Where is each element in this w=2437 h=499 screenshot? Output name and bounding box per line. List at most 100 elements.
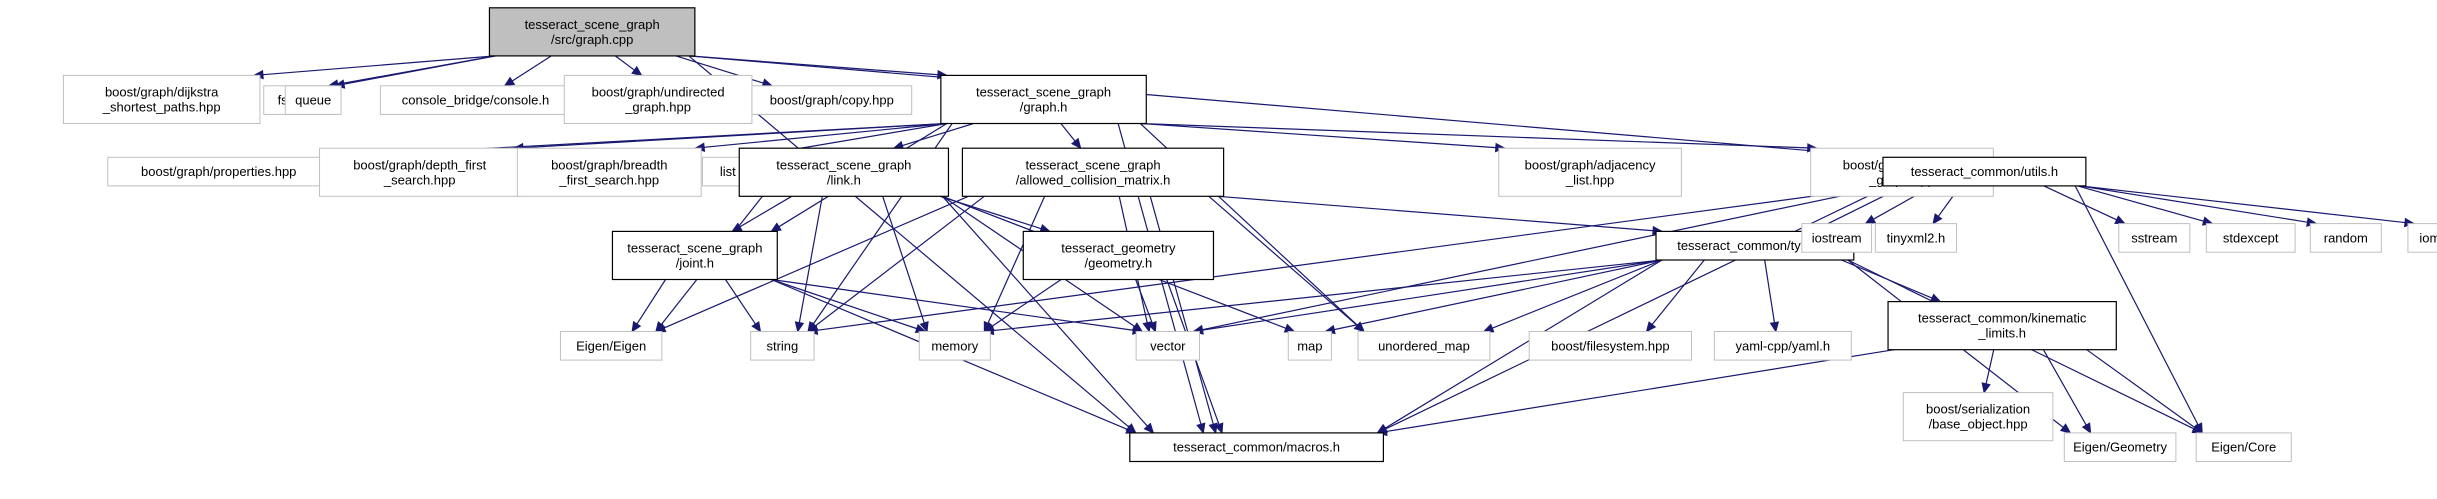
node-box <box>918 331 991 361</box>
edge-graph_h-to-dfs <box>512 122 947 153</box>
node-box <box>284 85 342 115</box>
node-label: random <box>2324 230 2368 245</box>
edge-arrowhead <box>2191 423 2204 434</box>
node-acm[interactable]: tesseract_scene_graph/allowed_collision_… <box>961 147 1225 197</box>
edge-arrowhead <box>751 320 762 333</box>
edge-line <box>816 185 1890 331</box>
edge-line <box>2079 185 2308 223</box>
edge-geometry-to-vector <box>1135 279 1157 333</box>
edge-line <box>1492 259 1663 329</box>
edge-arrowhead <box>1208 422 1218 435</box>
node-box <box>488 7 696 57</box>
edge-joint-to-memory <box>771 278 927 333</box>
node-label: _first_search.hpp <box>558 172 659 187</box>
edge-arrowhead <box>1214 422 1224 435</box>
node-undirected: boost/graph/undirected_graph.hpp <box>563 74 753 124</box>
edge-line <box>2077 185 2204 222</box>
edge-arrowhead <box>1147 320 1157 333</box>
edge-kinematic-to-core <box>2086 349 2204 434</box>
node-umap: unordered_map <box>1357 331 1491 361</box>
edge-joint-to-eigen <box>631 279 667 333</box>
node-geometry[interactable]: tesseract_geometry/geometry.h <box>1022 230 1215 281</box>
node-macros[interactable]: tesseract_common/macros.h <box>1129 432 1384 463</box>
node-utils[interactable]: tesseract_common/utils.h <box>1882 156 2087 187</box>
edge-link-to-macros <box>942 195 1155 434</box>
node-joint[interactable]: tesseract_scene_graph/joint.h <box>611 230 778 281</box>
node-box <box>1287 331 1332 361</box>
node-box <box>1022 230 1215 281</box>
edge-line <box>798 196 823 323</box>
node-label: boost/graph/dijkstra <box>105 84 219 99</box>
node-queue: queue <box>284 85 342 115</box>
node-root[interactable]: tesseract_scene_graph/src/graph.cpp <box>488 7 696 57</box>
node-label: yaml-cpp/yaml.h <box>1735 338 1830 353</box>
edge-line <box>987 196 1046 324</box>
node-box <box>1357 331 1491 361</box>
node-adjacency: boost/graph/adjacency_list.hpp <box>1498 147 1682 197</box>
edge-line <box>688 55 1881 158</box>
node-label: _search.hpp <box>383 172 456 187</box>
edge-link-to-string <box>794 196 823 333</box>
node-box <box>1528 331 1693 361</box>
edge-kinematic-to-geom <box>2042 349 2092 434</box>
node-geom: Eigen/Geometry <box>2063 432 2177 462</box>
node-tinyxml2: tinyxml2.h <box>1874 223 1958 253</box>
node-copy: boost/graph/copy.hpp <box>751 85 913 115</box>
node-iomanip: iomanip <box>2407 223 2437 253</box>
edge-kinematic-to-serialization <box>1981 349 1995 394</box>
node-box <box>2118 223 2191 253</box>
edge-arrowhead <box>794 321 805 333</box>
edge-arrowhead <box>1283 323 1296 333</box>
node-box <box>1498 147 1682 197</box>
edge-line <box>614 55 635 71</box>
edge-types-to-yaml <box>1764 259 1780 333</box>
node-label: /src/graph.cpp <box>551 32 633 47</box>
edge-link-to-joint <box>731 195 793 233</box>
edge-arrowhead <box>1932 213 1943 225</box>
node-box <box>1902 392 2054 442</box>
edge-line <box>1217 195 1654 232</box>
node-box <box>107 156 331 187</box>
node-label: boost/graph/properties.hpp <box>141 164 296 179</box>
node-box <box>1129 432 1384 463</box>
edge-arrowhead <box>919 320 929 333</box>
node-label: /joint.h <box>676 255 714 270</box>
node-label: /graph.h <box>1020 99 1068 114</box>
node-eigen: Eigen/Eigen <box>559 331 663 361</box>
node-box <box>751 85 913 115</box>
edge-utils-to-stdexcept <box>2077 185 2214 226</box>
edge-link-to-memory <box>882 196 929 333</box>
node-dijkstra: boost/graph/dijkstra_shortest_paths.hpp <box>62 74 261 124</box>
node-box <box>1135 331 1201 361</box>
edge-line <box>636 279 667 325</box>
node-random: random <box>2309 223 2382 253</box>
edge-graph_h-to-adjacency <box>1140 122 1507 153</box>
edge-line <box>882 196 925 324</box>
node-box <box>2205 223 2296 253</box>
edge-arrowhead <box>1645 321 1657 333</box>
node-filesystem: boost/filesystem.hpp <box>1528 331 1693 361</box>
edge-root-to-queue <box>333 55 496 89</box>
edge-types-to-map <box>1324 259 1663 335</box>
node-bfs: boost/graph/breadth_first_search.hpp <box>516 147 702 197</box>
edge-arrowhead <box>1143 422 1155 434</box>
node-serialization: boost/serialization/base_object.hpp <box>1902 392 2054 442</box>
node-label: /allowed_collision_matrix.h <box>1016 172 1171 187</box>
node-label: Eigen/Core <box>2211 440 2276 455</box>
node-box <box>611 230 778 281</box>
edge-line <box>771 278 917 330</box>
node-box <box>1801 223 1873 253</box>
node-label: tesseract_common/macros.h <box>1173 440 1340 455</box>
node-link[interactable]: tesseract_scene_graph/link.h <box>738 147 950 197</box>
edge-joint-to-string <box>724 279 762 333</box>
node-kinematic[interactable]: tesseract_common/kinematic_limits.h <box>1887 301 2117 351</box>
node-label: boost/graph/depth_first <box>353 157 486 172</box>
node-map: map <box>1287 331 1332 361</box>
edge-line <box>1386 349 1895 433</box>
edge-line <box>1140 122 1808 149</box>
node-graph_h[interactable]: tesseract_scene_graph/graph.h <box>940 74 1147 125</box>
node-sstream: sstream <box>2118 223 2191 253</box>
node-box <box>516 147 702 197</box>
node-label: tesseract_scene_graph <box>776 157 911 172</box>
